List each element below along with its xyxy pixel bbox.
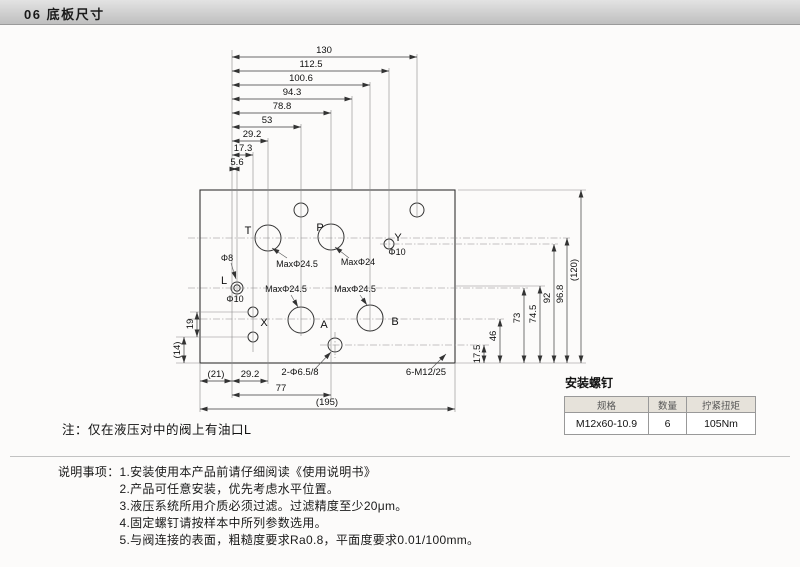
col-header-quantity: 数量	[648, 396, 687, 413]
callout-max-b: MaxΦ24.5	[334, 284, 376, 294]
mounting-screw-table: 规格 数量 拧紧扭矩 M12x60-10.9 6 105Nm	[564, 396, 756, 435]
mounting-screw-panel: 安装螺钉 规格 数量 拧紧扭矩 M12x60-10.9 6 105Nm	[564, 374, 756, 435]
port-label-p: P	[316, 222, 323, 234]
dim-94-3: 94.3	[283, 87, 302, 98]
centerlines	[188, 237, 571, 358]
callout-6-m12: 6-M12/25	[406, 367, 446, 378]
dim-92: 92	[542, 293, 553, 304]
dim-130: 130	[316, 45, 332, 56]
instructions-list: 1.安装使用本产品前请仔细阅读《使用说明书》 2.产品可任意安装，优先考虑水平位…	[120, 464, 480, 549]
instruction-item-4: 4.固定螺钉请按样本中所列参数选用。	[119, 516, 327, 530]
mounting-screw-title: 安装螺钉	[565, 376, 614, 390]
col-header-torque: 拧紧扭矩	[686, 396, 756, 413]
dim-78-8: 78.8	[273, 101, 292, 112]
dim-46: 46	[488, 331, 499, 342]
callout-2-phi6-5: 2-Φ6.5/8	[281, 367, 318, 378]
instructions-label: 说明事项：	[58, 465, 120, 479]
instructions: 说明事项： 1.安装使用本产品前请仔细阅读《使用说明书》 2.产品可任意安装，优…	[58, 464, 479, 549]
dim-96-8: 96.8	[555, 285, 566, 304]
drawing-note: 注：仅在液压对中的阀上有油口L	[62, 423, 252, 437]
dim-5-6: 5.6	[230, 157, 243, 168]
callout-max-t: MaxΦ24.5	[276, 259, 318, 269]
port-label-t: T	[245, 225, 252, 237]
instruction-item-5: 5.与阀连接的表面，粗糙度要求Ra0.8，平面度要求0.01/100mm。	[119, 533, 480, 547]
dim-53: 53	[262, 115, 273, 126]
port-label-x: X	[260, 317, 268, 329]
port-label-b: B	[391, 316, 398, 328]
dim-195: (195)	[316, 397, 338, 408]
dim-112-5: 112.5	[299, 59, 322, 70]
table-header-row: 规格 数量 拧紧扭矩	[564, 396, 756, 413]
cell-spec: M12x60-10.9	[564, 412, 649, 435]
dim-14: (14)	[172, 342, 183, 359]
dim-74-5: 74.5	[528, 305, 539, 324]
dim-120: (120)	[569, 259, 580, 281]
plate-outline	[199, 189, 456, 364]
dimension-lines	[181, 54, 584, 412]
port-label-y: Y	[394, 232, 402, 244]
callout-phi10-y: Φ10	[388, 247, 405, 257]
col-header-spec: 规格	[564, 396, 649, 413]
dim-29-2-bot: 29.2	[241, 369, 260, 380]
callout-max-p: MaxΦ24	[341, 257, 375, 267]
dim-73: 73	[512, 313, 523, 324]
instruction-item-1: 1.安装使用本产品前请仔细阅读《使用说明书》	[119, 465, 377, 479]
dim-21: (21)	[208, 369, 225, 380]
dim-17-3: 17.3	[234, 143, 253, 154]
divider-line	[10, 456, 790, 457]
dim-77: 77	[276, 383, 287, 394]
callout-phi8: Φ8	[221, 253, 233, 263]
port-label-l: L	[221, 275, 227, 287]
leader-lines	[230, 246, 447, 370]
instruction-item-2: 2.产品可任意安装，优先考虑水平位置。	[119, 482, 340, 496]
section-header: 06 底板尺寸	[0, 0, 800, 25]
base-plate-drawing: 130 112.5 100.6 94.3 78.8 53 29.2 17.3 5…	[172, 45, 586, 412]
dim-17-5: 17.5	[472, 345, 483, 364]
instruction-item-3: 3.液压系统所用介质必须过滤。过滤精度至少20μm。	[119, 499, 408, 513]
port-label-a: A	[320, 319, 328, 331]
dim-19: 19	[185, 319, 196, 330]
callout-max-a: MaxΦ24.5	[265, 284, 307, 294]
cell-quantity: 6	[648, 412, 687, 435]
dim-29-2-top: 29.2	[243, 129, 262, 140]
table-row: M12x60-10.9 6 105Nm	[564, 412, 756, 435]
callout-phi10-l: Φ10	[226, 294, 243, 304]
cell-torque: 105Nm	[686, 412, 756, 435]
dim-100-6: 100.6	[289, 73, 313, 84]
section-title: 06 底板尺寸	[24, 7, 105, 22]
extension-lines	[176, 50, 586, 412]
